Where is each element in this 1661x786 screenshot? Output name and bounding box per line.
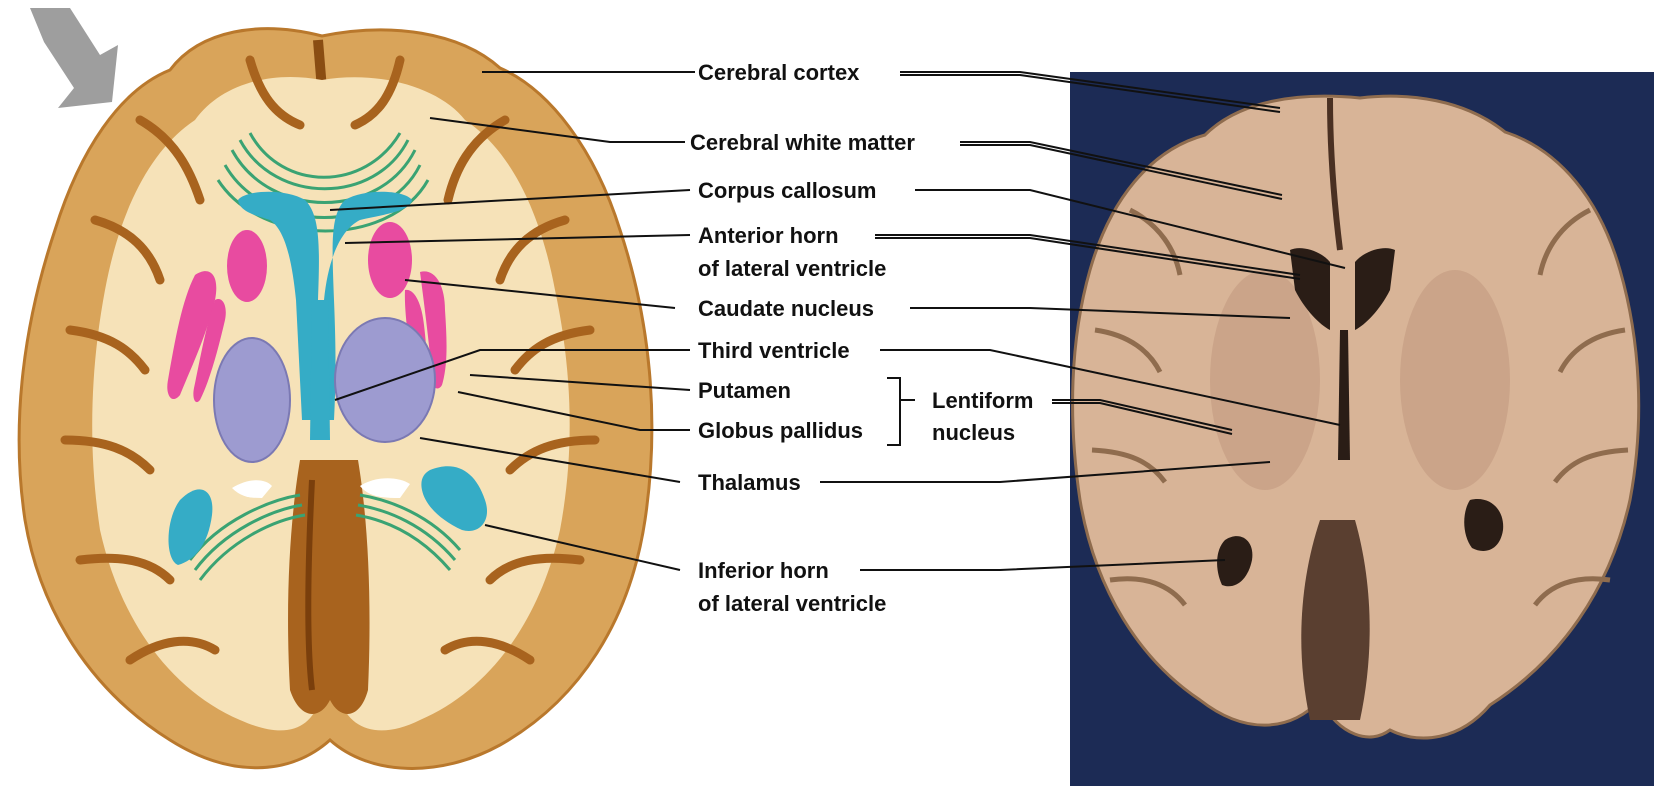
label-cerebral-cortex: Cerebral cortex [698, 60, 860, 85]
thalamus-left [214, 338, 290, 462]
label-lentiform-line1: Lentiform [932, 388, 1033, 413]
caudate-right [368, 222, 412, 298]
caudate-left [227, 230, 267, 302]
third-ventricle-shape [310, 300, 330, 440]
label-inferior-horn-line1: Inferior horn [698, 558, 829, 583]
label-corpus-callosum: Corpus callosum [698, 178, 876, 203]
posterior-fissure [288, 460, 369, 714]
label-third-ventricle: Third ventricle [698, 338, 850, 363]
label-anterior-horn-line1: Anterior horn [698, 223, 839, 248]
label-globus-pallidus: Globus pallidus [698, 418, 863, 443]
label-cerebral-white-matter: Cerebral white matter [690, 130, 915, 155]
label-thalamus: Thalamus [698, 470, 801, 495]
label-inferior-horn-line2: of lateral ventricle [698, 591, 886, 616]
thalamus-right [335, 318, 435, 442]
labels: Cerebral cortex Cerebral white matter Co… [690, 60, 1033, 616]
direction-arrow-icon [30, 8, 118, 108]
label-caudate-nucleus: Caudate nucleus [698, 296, 874, 321]
brain-illustration [19, 29, 652, 769]
label-lentiform-line2: nucleus [932, 420, 1015, 445]
label-anterior-horn-line2: of lateral ventricle [698, 256, 886, 281]
label-putamen: Putamen [698, 378, 791, 403]
